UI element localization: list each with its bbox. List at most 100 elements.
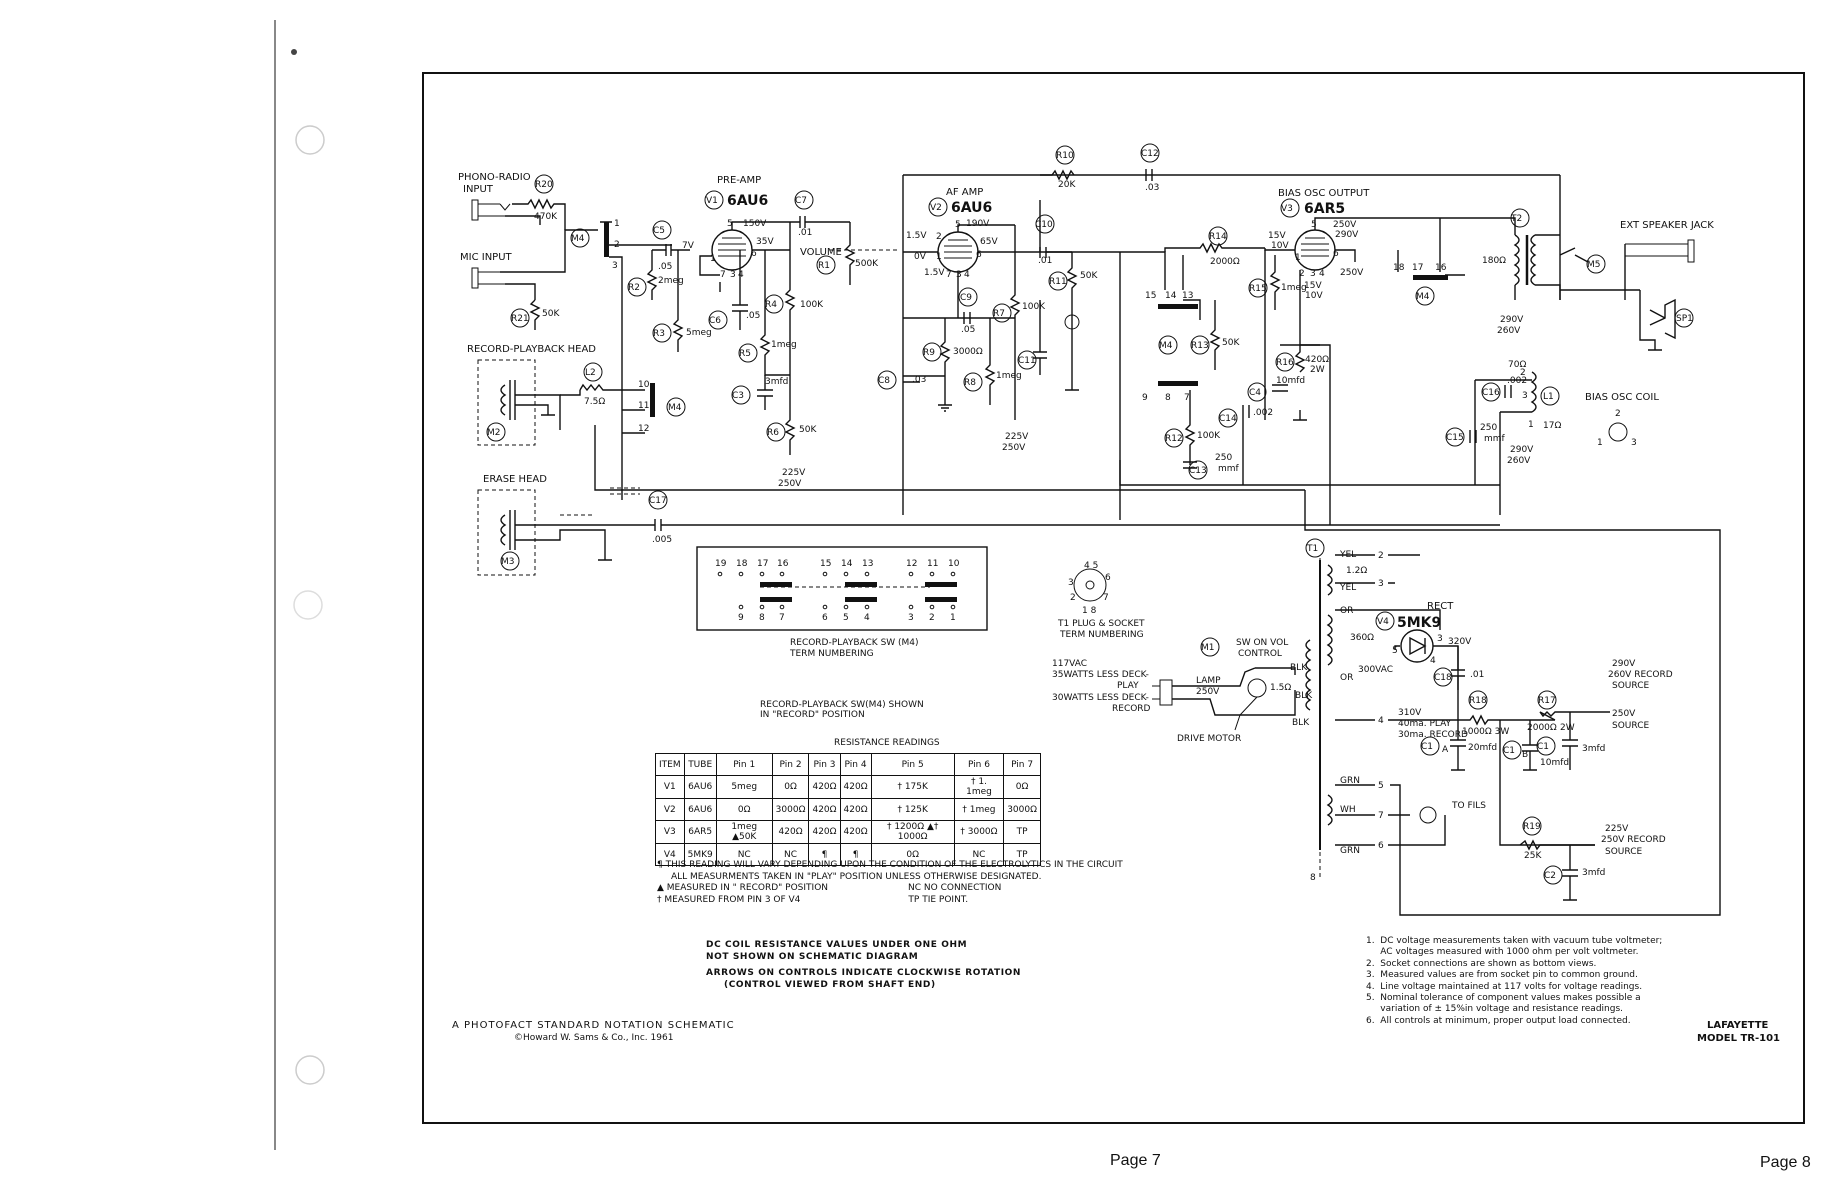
- svg-text:C6: C6: [709, 316, 721, 326]
- m2-head: M2: [486, 380, 516, 442]
- svg-text:C10: C10: [1035, 220, 1053, 230]
- svg-text:.01: .01: [798, 228, 812, 238]
- svg-text:PRE-AMP: PRE-AMP: [717, 175, 761, 186]
- c14-capacitor: C14 .002: [1218, 405, 1273, 428]
- switch-pin-label: 17: [757, 559, 768, 569]
- svg-text:PLAY: PLAY: [1117, 681, 1139, 691]
- punch-mark: [291, 49, 297, 55]
- svg-text:SOURCE: SOURCE: [1605, 847, 1642, 857]
- table-cell: 5meg: [715, 775, 773, 799]
- svg-text:.01: .01: [1038, 256, 1052, 266]
- svg-text:2: 2: [1615, 409, 1621, 419]
- svg-text:260V: 260V: [1497, 326, 1521, 336]
- switch-pin-label: 13: [862, 559, 873, 569]
- svg-text:R18: R18: [1469, 696, 1487, 706]
- c6-capacitor: C6 .05: [708, 250, 760, 330]
- svg-text:A: A: [1442, 745, 1449, 755]
- svg-text:8: 8: [1310, 873, 1316, 883]
- svg-text:CONTROL: CONTROL: [1238, 649, 1282, 659]
- svg-text:290V: 290V: [1335, 230, 1359, 240]
- table-cell: V2: [655, 798, 685, 821]
- svg-text:3000Ω: 3000Ω: [953, 347, 983, 357]
- svg-text:M4: M4: [1159, 341, 1173, 351]
- svg-text:4: 4: [738, 270, 744, 280]
- svg-text:9: 9: [1142, 393, 1148, 403]
- svg-text:2W: 2W: [1560, 723, 1575, 733]
- binder-hole: [293, 590, 323, 620]
- switch-pin-label: 19: [715, 559, 727, 569]
- svg-text:AF AMP: AF AMP: [946, 187, 983, 198]
- table-header-cell: Pin 6: [953, 753, 1005, 776]
- svg-text:T1: T1: [1306, 544, 1318, 554]
- svg-text:GRN: GRN: [1340, 846, 1360, 856]
- svg-text:16: 16: [1435, 263, 1447, 273]
- switch-contact-bar: [925, 597, 957, 602]
- svg-text:250V: 250V: [1002, 443, 1026, 453]
- svg-text:250: 250: [1480, 423, 1497, 433]
- switch-pin: [843, 571, 849, 577]
- svg-text:.005: .005: [652, 535, 672, 545]
- l1-bias-osc-coil: L1 70Ω 17Ω 231: [1508, 360, 1561, 431]
- c9-capacitor: C9 .05: [958, 287, 978, 335]
- svg-text:BLK: BLK: [1295, 691, 1313, 701]
- switch-pin-label: 14: [841, 559, 853, 569]
- svg-text:BIAS OSC OUTPUT: BIAS OSC OUTPUT: [1278, 188, 1370, 199]
- svg-text:1.5V: 1.5V: [924, 268, 945, 278]
- svg-text:.05: .05: [746, 311, 760, 321]
- svg-text:C13: C13: [1189, 466, 1207, 476]
- svg-text:420Ω: 420Ω: [1305, 355, 1329, 365]
- svg-text:C18: C18: [1434, 673, 1452, 683]
- svg-text:3: 3: [1378, 579, 1384, 589]
- svg-text:RECT: RECT: [1427, 601, 1454, 612]
- switch-pin: [908, 604, 914, 610]
- table-cell: 1meg ▲50K: [715, 820, 773, 844]
- svg-text:R12: R12: [1165, 434, 1183, 444]
- svg-text:C9: C9: [960, 293, 972, 303]
- svg-text:R17: R17: [1538, 696, 1556, 706]
- svg-text:V3: V3: [1281, 204, 1293, 214]
- note-line: AC voltages measured with 1000 ohm per v…: [1366, 947, 1639, 958]
- note-line: 4. Line voltage maintained at 117 volts …: [1366, 981, 1643, 992]
- svg-text:290V: 290V: [1612, 659, 1636, 669]
- svg-text:.03: .03: [912, 375, 926, 385]
- table-cell: V3: [655, 820, 685, 844]
- svg-text:40ma. PLAY: 40ma. PLAY: [1398, 719, 1452, 729]
- table-cell: TP: [1003, 820, 1041, 844]
- model-label: MODEL TR-101: [1697, 1033, 1780, 1044]
- r2-resistor: R2 2meg: [627, 250, 684, 300]
- switch-caption-2: TERM NUMBERING: [789, 649, 874, 659]
- svg-text:7: 7: [720, 270, 726, 280]
- svg-text:11: 11: [638, 401, 649, 411]
- svg-text:C16: C16: [1482, 388, 1500, 398]
- svg-text:R13: R13: [1191, 341, 1209, 351]
- svg-text:R1: R1: [818, 261, 830, 271]
- mic-input-label: MIC INPUT: [460, 252, 513, 263]
- svg-text:50K: 50K: [1080, 271, 1098, 281]
- l2-coil: L2 7.5Ω: [579, 362, 620, 407]
- pilot-lamp-icon: TO FILS: [1419, 801, 1486, 824]
- svg-text:.03: .03: [1145, 183, 1159, 193]
- svg-text:3: 3: [1068, 578, 1074, 588]
- r9-resistor: R9 3000Ω: [922, 318, 983, 375]
- table-header-cell: Pin 3: [808, 753, 841, 776]
- phono-jack-icon: [471, 199, 511, 221]
- svg-text:C7: C7: [795, 196, 807, 206]
- svg-text:C12: C12: [1141, 149, 1159, 159]
- table-cell: † 175K: [870, 775, 955, 799]
- note-line: 5. Nominal tolerance of component values…: [1366, 993, 1641, 1004]
- svg-text:10V: 10V: [1305, 291, 1323, 301]
- svg-text:225V: 225V: [1605, 824, 1629, 834]
- t1-power-transformer: T1 YEL YEL OR OR 1.2Ω 360Ω BLK BLK BLK G…: [1290, 538, 1374, 883]
- table-header-cell: Pin 1: [715, 753, 773, 776]
- resistance-table-title: RESISTANCE READINGS: [834, 738, 940, 748]
- table-cell: 6AR5: [683, 820, 717, 844]
- svg-text:1meg: 1meg: [996, 371, 1022, 381]
- svg-text:C1: C1: [1537, 742, 1549, 752]
- r19-resistor: R19 25K: [1519, 816, 1595, 861]
- svg-text:190V: 190V: [966, 219, 990, 229]
- table-cell: 6AU6: [683, 798, 717, 821]
